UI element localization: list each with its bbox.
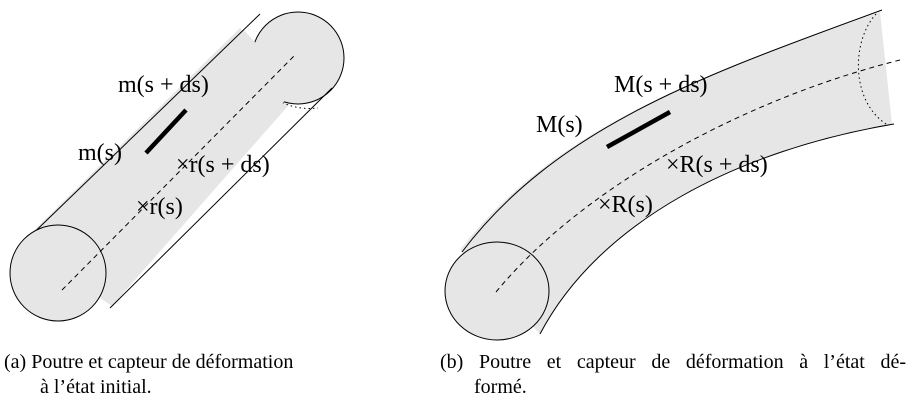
beam-a-centerline	[61, 55, 295, 291]
caption-b: (b) Poutre et capteur de déformation à l…	[440, 350, 906, 400]
caption-a-line-2: à l’état initial.	[40, 376, 152, 398]
sensor-a	[144, 108, 188, 155]
beam-b-bottom-edge	[539, 123, 895, 335]
beam-b-top-edge	[461, 9, 883, 253]
label-M-s: M(s)	[536, 112, 583, 138]
beam-b-far-end-hidden	[858, 13, 887, 125]
label-R-s-plus-ds: ×R(s + ds)	[666, 152, 768, 178]
caption-b-line-1: (b) Poutre et capteur de déformation à l…	[440, 351, 906, 373]
label-r-s: ×r(s)	[136, 194, 183, 220]
beam-a-near-end	[9, 224, 107, 322]
label-m-s-plus-ds: m(s + ds)	[118, 72, 209, 98]
label-R-s: ×R(s)	[598, 192, 653, 218]
panel-b: M(s + ds) M(s) ×R(s + ds) ×R(s)	[444, 9, 901, 341]
label-M-s-plus-ds: M(s + ds)	[614, 72, 708, 98]
beam-b-body	[460, 12, 892, 334]
caption-b-line-2: formé.	[474, 376, 527, 398]
caption-a: (a) Poutre et capteur de déformation à l…	[4, 350, 293, 400]
label-r-s-plus-ds: ×r(s + ds)	[176, 152, 270, 178]
panel-a: m(s + ds) m(s) ×r(s + ds) ×r(s)	[9, 11, 345, 322]
beam-a-top-edge	[17, 13, 261, 249]
sensor-b	[605, 110, 672, 149]
beam-a-bottom-edge	[109, 87, 333, 309]
caption-a-line-1: (a) Poutre et capteur de déformation	[4, 351, 294, 373]
beam-b-centerline	[495, 59, 901, 293]
label-m-s: m(s)	[78, 140, 122, 166]
